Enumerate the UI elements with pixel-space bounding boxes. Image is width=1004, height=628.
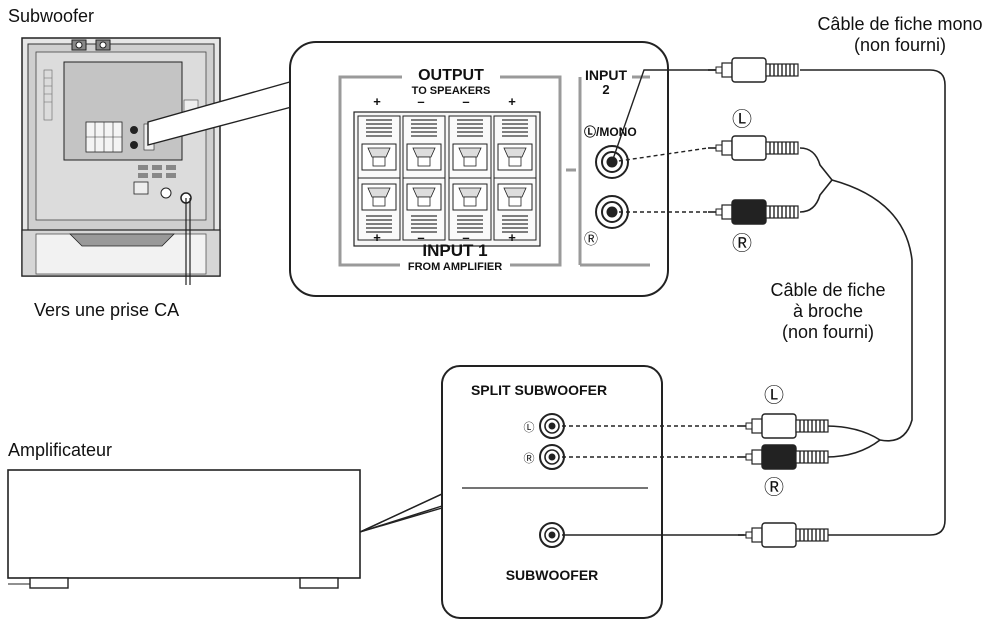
speaker-terminal[interactable] bbox=[402, 115, 446, 179]
plug-mark-upper-r: Ⓡ bbox=[732, 232, 752, 255]
jack-r-label: Ⓡ bbox=[584, 231, 598, 247]
speaker-terminal[interactable] bbox=[448, 115, 492, 179]
pin-cable-label-line2: à broche bbox=[792, 301, 864, 321]
polarity-mark-top: + bbox=[373, 94, 381, 109]
polarity-mark-bottom: + bbox=[373, 230, 381, 245]
mono-cable-label-line2: (non fourni) bbox=[853, 35, 947, 55]
input1-title: INPUT 1 bbox=[422, 241, 487, 260]
subwoofer-output-jack[interactable] bbox=[539, 522, 565, 548]
speaker-terminal[interactable] bbox=[402, 177, 446, 241]
polarity-mark-top: – bbox=[417, 94, 424, 109]
pin-plug-lower-r bbox=[738, 444, 829, 470]
pin-cable-label-line3: (non fourni) bbox=[781, 322, 875, 342]
polarity-mark-bottom: – bbox=[417, 230, 424, 245]
plug-mark-lower-r: Ⓡ bbox=[764, 476, 784, 499]
mono-cable bbox=[562, 69, 946, 536]
split-jack-l-label: Ⓛ bbox=[524, 421, 535, 434]
split-jack-r-label: Ⓡ bbox=[524, 452, 535, 465]
split-subwoofer-title: SPLIT SUBWOOFER bbox=[471, 382, 607, 398]
input2-number: 2 bbox=[602, 82, 609, 97]
pin-cable-label-line1: Câble de fiche bbox=[770, 280, 886, 300]
pin-plug-upper-r bbox=[708, 199, 799, 225]
subwoofer-label: Subwoofer bbox=[8, 6, 95, 26]
speaker-terminal[interactable] bbox=[493, 177, 537, 241]
pin-cable-dashes bbox=[562, 147, 738, 458]
split-subwoofer-r-jack[interactable] bbox=[539, 444, 565, 470]
speaker-terminal[interactable] bbox=[357, 115, 401, 179]
input2-title: INPUT bbox=[585, 67, 627, 83]
polarity-mark-bottom: + bbox=[508, 230, 516, 245]
output-subtitle: TO SPEAKERS bbox=[412, 85, 491, 97]
pin-cable-label: Câble de fiche à broche (non fourni) bbox=[748, 280, 908, 343]
speaker-terminal[interactable] bbox=[357, 177, 401, 241]
subwoofer-unit bbox=[21, 37, 221, 285]
polarity-mark-top: + bbox=[508, 94, 516, 109]
output-title: OUTPUT bbox=[418, 67, 484, 84]
mono-plug-bottom bbox=[738, 522, 829, 548]
speaker-terminal-block bbox=[353, 111, 541, 247]
speaker-terminal[interactable] bbox=[448, 177, 492, 241]
input1-subtitle: FROM AMPLIFIER bbox=[408, 261, 502, 273]
pin-cable bbox=[799, 147, 913, 458]
mono-plug-top bbox=[708, 57, 799, 83]
polarity-mark-bottom: – bbox=[462, 230, 469, 245]
mono-cable-label: Câble de fiche mono (non fourni) bbox=[800, 14, 1000, 56]
split-subwoofer-l-jack[interactable] bbox=[539, 413, 565, 439]
plug-mark-upper-l: Ⓛ bbox=[732, 108, 752, 131]
jack-l-mono-label: Ⓛ/MONO bbox=[584, 124, 637, 139]
amplifier-label: Amplificateur bbox=[8, 440, 113, 460]
ac-outlet-label: Vers une prise CA bbox=[34, 300, 180, 320]
plug-mark-lower-l: Ⓛ bbox=[764, 384, 784, 407]
amplifier-unit bbox=[7, 469, 361, 589]
subwoofer-rear-panel bbox=[289, 41, 669, 297]
speaker-terminal[interactable] bbox=[493, 115, 537, 179]
polarity-mark-top: – bbox=[462, 94, 469, 109]
pin-plug-lower-l bbox=[738, 413, 829, 439]
amplifier-rear-panel bbox=[441, 365, 663, 619]
mono-cable-label-line1: Câble de fiche mono bbox=[817, 14, 983, 34]
pin-plug-upper-l bbox=[708, 135, 799, 161]
subwoofer-jack-title: SUBWOOFER bbox=[506, 567, 599, 583]
